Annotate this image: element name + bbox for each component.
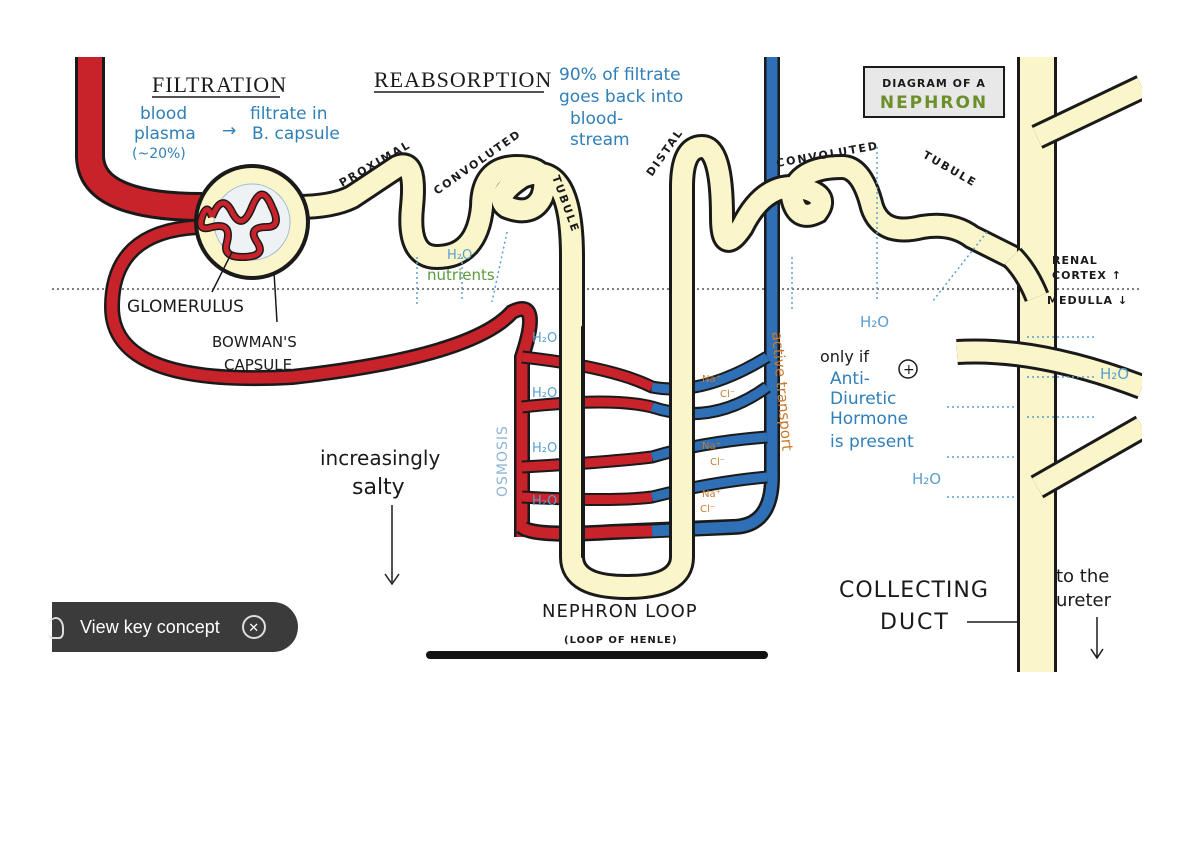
nephron-tubule	[284, 133, 1025, 601]
home-indicator-bar[interactable]	[426, 651, 768, 659]
label-h2o-duct: H₂O	[1100, 365, 1129, 383]
note-arrow: →	[222, 121, 236, 141]
renal-venule	[651, 57, 778, 537]
label-to-the: to the	[1056, 566, 1109, 587]
label-bowmans: BOWMAN'S	[212, 333, 297, 351]
label-adh-5: is present	[830, 432, 914, 452]
label-adh-3: Diuretic	[830, 389, 896, 409]
note-blood: blood	[140, 104, 187, 124]
glomerulus	[198, 192, 279, 260]
label-adh-4: Hormone	[830, 409, 908, 429]
note-reabs-2: goes back into	[559, 87, 683, 107]
label-adh-1: only if	[820, 347, 869, 366]
note-plasma: plasma	[134, 124, 196, 144]
note-percent: (~20%)	[132, 146, 186, 162]
note-filtrate: filtrate in	[250, 104, 328, 124]
label-h2o-loop-3: H₂O	[532, 441, 557, 456]
label-glomerulus: GLOMERULUS	[127, 297, 244, 317]
collecting-duct	[956, 57, 1142, 672]
label-cortex: CORTEX ↑	[1052, 269, 1122, 282]
view-key-concept-button[interactable]: View key concept ✕	[48, 602, 298, 652]
label-ureter: ureter	[1056, 590, 1112, 611]
label-h2o-medulla: H₂O	[912, 470, 941, 488]
heading-filtration: FILTRATION	[152, 72, 287, 97]
heading-reabsorption: REABSORPTION	[374, 67, 552, 92]
label-adh-2: Anti-	[830, 369, 870, 389]
label-na-1: Na⁺	[702, 374, 721, 385]
label-na-3: Na⁺	[702, 489, 721, 500]
label-h2o-loop-2: H₂O	[532, 386, 557, 401]
efferent-arteriole	[106, 221, 536, 537]
afferent-arteriole	[78, 57, 203, 219]
label-h2o-loop-4: H₂O	[532, 494, 557, 509]
label-osmosis: OSMOSIS	[495, 425, 511, 497]
label-adh-plus: +	[903, 362, 915, 378]
close-icon[interactable]: ✕	[241, 615, 266, 639]
label-nutrients: nutrients	[427, 266, 495, 284]
nephron-diagram: FILTRATION REABSORPTION DIAGRAM OF A NEP…	[52, 57, 1142, 672]
badge-line1: DIAGRAM OF A	[882, 77, 986, 90]
vasa-recta-branches	[521, 350, 771, 506]
nephron-badge	[863, 66, 1005, 118]
capillary-arterial-segment	[518, 522, 653, 540]
label-nephron-loop: NEPHRON LOOP	[542, 601, 698, 622]
lightbulb-icon	[48, 617, 64, 639]
label-cl-2: Cl⁻	[710, 457, 725, 468]
label-medulla: MEDULLA ↓	[1047, 294, 1128, 307]
diagram-frame: FILTRATION REABSORPTION DIAGRAM OF A NEP…	[52, 57, 1142, 672]
label-increasingly: increasingly	[320, 446, 440, 470]
label-duct: DUCT	[880, 610, 950, 635]
key-concept-label: View key concept	[80, 616, 220, 637]
note-reabs-1: 90% of filtrate	[559, 65, 681, 85]
badge-line2: NEPHRON	[880, 93, 988, 113]
label-cl-3: Cl⁻	[700, 504, 715, 515]
note-reabs-3: blood-	[570, 109, 623, 129]
label-tubule-2: TUBULE	[921, 148, 980, 189]
label-collecting: COLLECTING	[839, 578, 989, 603]
label-capsule: CAPSULE	[224, 356, 292, 374]
label-renal: RENAL	[1052, 254, 1098, 267]
label-loop-of-henle: (LOOP OF HENLE)	[564, 635, 678, 646]
label-salty: salty	[352, 475, 405, 500]
label-h2o-distal: H₂O	[860, 313, 889, 331]
label-na-2: Na⁺	[702, 441, 721, 452]
label-h2o-proximal: H₂O	[447, 248, 472, 263]
note-bcapsule: B. capsule	[252, 124, 340, 144]
label-h2o-loop-1: H₂O	[532, 331, 557, 346]
label-cl-1: Cl⁻	[720, 389, 735, 400]
water-flow-arrows	[416, 147, 1097, 498]
note-reabs-4: stream	[570, 130, 630, 150]
